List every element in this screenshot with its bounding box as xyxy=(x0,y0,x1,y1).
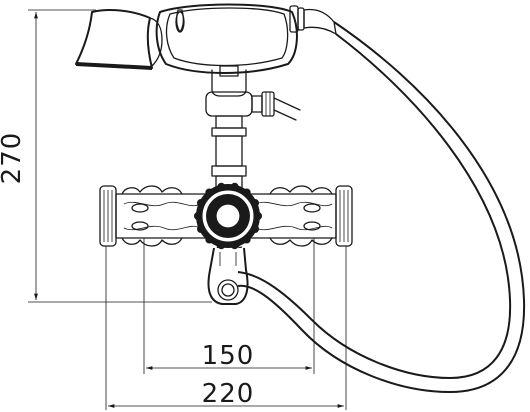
shower-head-face xyxy=(76,62,152,70)
spout-body xyxy=(207,247,249,305)
shower-head xyxy=(75,9,153,69)
shower-hose xyxy=(237,21,526,393)
spout xyxy=(207,247,249,305)
spacing-value: 150 xyxy=(202,341,255,371)
dial-knurl xyxy=(242,188,251,197)
dial-knurl xyxy=(197,199,205,207)
width-value: 220 xyxy=(202,379,255,409)
hose-outer xyxy=(237,21,526,393)
hot-marking: H xyxy=(216,241,224,251)
temperature-dial xyxy=(194,182,262,250)
ornament-bottom-right xyxy=(269,237,333,247)
cradle-assembly xyxy=(205,65,301,189)
handle-ring-left xyxy=(175,11,185,33)
riser-collar-2 xyxy=(211,127,247,137)
mixer-body xyxy=(99,185,353,247)
dial-knurl xyxy=(217,182,226,191)
ornament-top-right xyxy=(269,185,333,195)
outlet-nut-2 xyxy=(261,91,275,117)
hose-connector xyxy=(303,8,337,35)
outlet-nut-1 xyxy=(251,95,263,113)
dial-center xyxy=(215,203,241,229)
dial-knurl xyxy=(230,182,239,191)
dial-knurl xyxy=(230,241,239,250)
riser-collar-1 xyxy=(215,115,243,129)
width-dimension: 220 xyxy=(105,246,347,410)
shower-handset xyxy=(75,3,337,74)
ornament-bottom-left xyxy=(121,237,183,247)
riser-nut xyxy=(211,165,247,177)
dial-knurl xyxy=(205,188,214,197)
shower-head-collar xyxy=(149,17,163,67)
height-value: 270 xyxy=(0,132,27,185)
spout-outlet xyxy=(217,279,239,301)
ornament-top-left xyxy=(121,185,183,195)
dial-knurl xyxy=(194,212,202,220)
handle-inner-line xyxy=(165,7,289,67)
riser-column xyxy=(215,135,243,167)
porcelain-handle xyxy=(155,3,298,74)
cold-marking: C xyxy=(236,241,243,251)
dial-knurl xyxy=(254,212,262,220)
dial-knurl xyxy=(197,225,205,233)
dial-knurl xyxy=(205,235,214,244)
dial-knurl xyxy=(251,199,259,207)
handle-end-ring-2 xyxy=(297,7,305,31)
height-dimension: 270 xyxy=(0,9,212,303)
dial-knurl xyxy=(251,225,259,233)
spacing-dimension: 150 xyxy=(143,238,315,374)
hose-inner xyxy=(237,33,512,379)
cradle-stem-top xyxy=(219,65,239,77)
dial-knurl xyxy=(217,241,226,250)
dial-knurl xyxy=(242,235,251,244)
outlet-pipe xyxy=(273,97,301,121)
